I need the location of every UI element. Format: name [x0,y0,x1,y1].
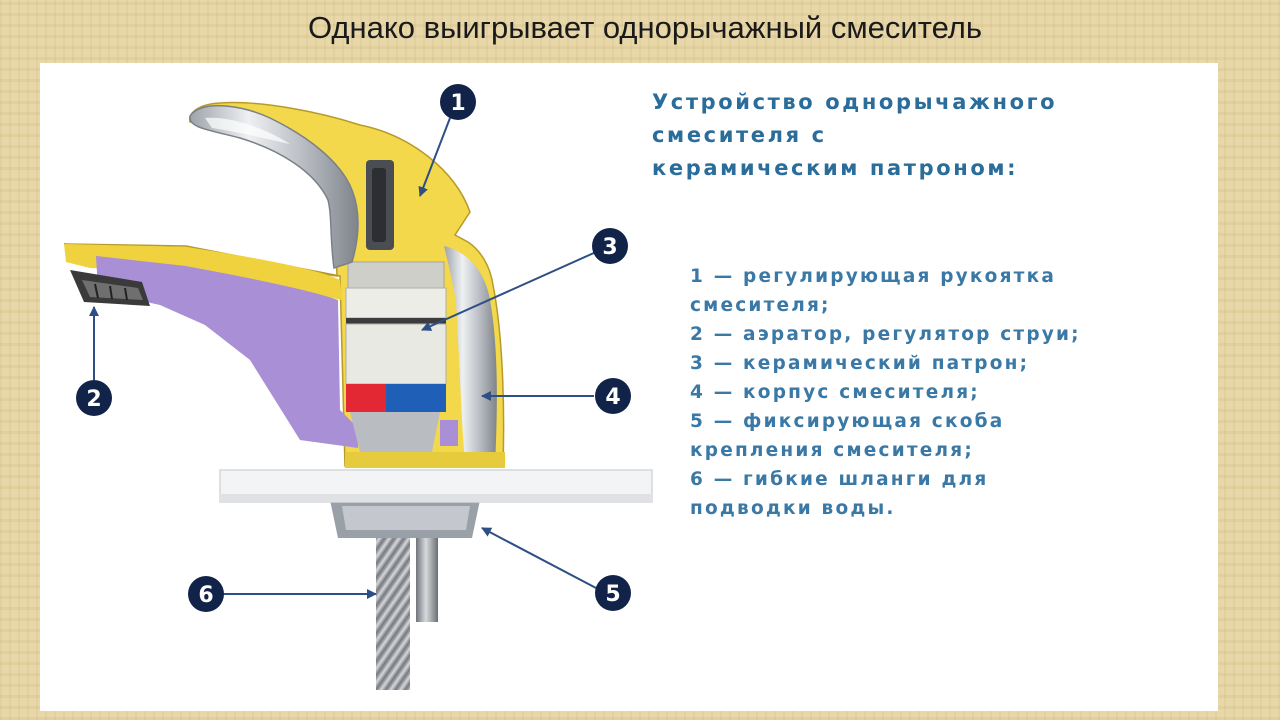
callout-label-2: 2 [86,387,101,412]
legend-line: 4 — корпус смесителя; [690,382,980,403]
legend-line: 3 — керамический патрон; [690,353,1030,374]
callout-badge-4: 4 [595,378,631,414]
callout-badge-3: 3 [592,228,628,264]
ceramic-cartridge [345,261,447,452]
legend-line: 1 — регулирующая рукоятка [690,266,1057,287]
callout-label-6: 6 [198,583,213,608]
callout-badge-1: 1 [440,84,476,120]
lever-handle [189,105,394,269]
heading-line: смесителя с [652,123,827,147]
diagram-panel [40,63,1218,711]
heading-line: Устройство однорычажного [652,90,1058,114]
callout-label-1: 1 [450,91,465,116]
countertop [219,469,653,503]
callout-arrows [89,117,597,599]
callout-badge-2: 2 [76,380,112,416]
legend-line: крепления смесителя; [690,440,974,461]
legend-line: 5 — фиксирующая скоба [690,411,1005,432]
callout-badge-5: 5 [595,575,631,611]
callout-label-4: 4 [605,385,620,410]
slide-title: Однако выигрывает однорычажный смеситель [307,10,983,45]
aerator [70,270,150,306]
legend-line: подводки воды. [690,498,896,519]
legend-line: 6 — гибкие шланги для [690,469,989,490]
callout-badge-6: 6 [188,576,224,612]
heading-line: керамическим патроном: [652,156,1019,180]
diagram-heading: Устройство однорычажного смесителя с кер… [652,86,1232,185]
legend-line: смесителя; [690,295,831,316]
parts-legend: 1 — регулирующая рукоятка смесителя; 2 —… [690,262,1270,523]
legend-line: 2 — аэратор, регулятор струи; [690,324,1081,345]
callout-label-5: 5 [605,582,620,607]
mounting-bracket [330,500,480,538]
flexible-hoses [376,530,438,690]
callout-label-3: 3 [602,235,617,260]
